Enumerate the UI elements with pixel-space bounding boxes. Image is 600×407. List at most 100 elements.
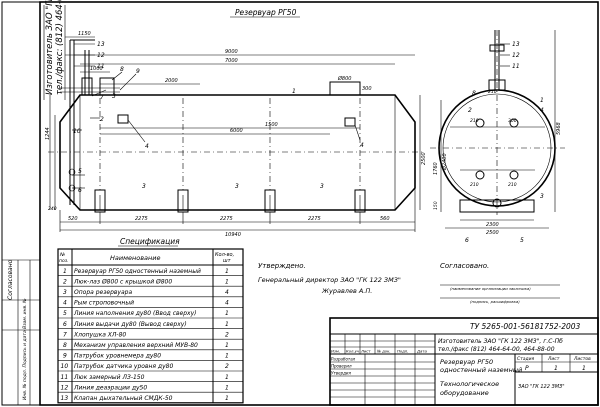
spec-row-qty: 1	[225, 374, 229, 381]
tank-side-view	[48, 36, 425, 232]
spec-row-name: Патрубок датчика уровня ду80	[74, 363, 173, 370]
spec-row-num: 3	[63, 289, 67, 296]
spec-row-qty: 4	[225, 289, 229, 296]
drawing-title: Резервуар РГ50	[235, 8, 297, 17]
stamp-stage: Р	[525, 365, 529, 372]
spec-row-qty: 2	[225, 363, 229, 370]
pipework-left	[60, 39, 120, 205]
spec-header-num: №	[59, 252, 65, 258]
callout-end-5: 5	[520, 237, 524, 244]
spec-row-name: Хлопушка ХЛ-80	[73, 331, 126, 338]
dim-2275-3: 2275	[308, 216, 321, 222]
side-maker-line2: тел./факс: (812) 464-64-00, 464-88-00	[55, 0, 65, 95]
stamp-col-5: Дата	[416, 349, 428, 354]
stamp-role-2: Утвердил	[331, 371, 351, 376]
stamp-org-code: ЗАО "ГК 122 ЗМЗ"	[518, 384, 565, 390]
spec-title: Спецификация	[120, 237, 180, 246]
tank-end-view	[430, 30, 565, 229]
spec-row-num: 9	[63, 353, 67, 360]
spec-row-qty: 4	[225, 300, 229, 307]
stamp-product-line2: одностенный наземный	[440, 366, 522, 374]
stamp-maker-line1: Изготовитель ЗАО "ГК 122 ЗМЗ", г.С-Пб	[438, 338, 563, 345]
callout-end-2: 2	[468, 107, 472, 114]
spec-header-pos: поз.	[59, 259, 69, 264]
callout-4-a: 4	[145, 143, 149, 150]
dim-end-210d: 210	[508, 182, 517, 188]
dim-d800: Ø800	[337, 75, 351, 82]
callout-5: 5	[78, 168, 82, 175]
spec-row-qty: 1	[225, 342, 229, 349]
approval-right-sub1: (наименование организации заказчика)	[450, 286, 531, 291]
callout-7: 7	[100, 94, 104, 101]
dim-end-210b: 210	[470, 118, 479, 124]
manhole	[329, 81, 361, 96]
callout-end-12: 12	[512, 52, 520, 59]
stamp-sheets: 1	[582, 365, 586, 372]
dim-520: 520	[68, 216, 78, 222]
callout-end-1: 1	[540, 97, 544, 104]
dim-2275-2: 2275	[220, 216, 233, 222]
callout-2: 2	[100, 116, 104, 123]
spec-row-name: Рым строповочный	[74, 300, 134, 307]
callout-11: 11	[97, 63, 105, 70]
dim-2275-1: 2275	[135, 216, 148, 222]
callout-end-8: 8	[472, 90, 476, 97]
spec-row-name: Механизм управления верхний МУВ-80	[74, 342, 198, 349]
spec-row-name: Линия наполнения ду80 (Ввод сверху)	[73, 310, 196, 317]
stamp-topic-line2: оборудование	[440, 389, 489, 397]
stamp-col-0: Изм.	[331, 349, 340, 354]
stamp-sheets-header: Листов	[573, 356, 591, 362]
spec-row-name: Линия выдачи ду80 (Вывод сверху)	[73, 321, 187, 328]
dim-1500: 1500	[265, 122, 278, 128]
callout-leaders	[72, 43, 510, 189]
stamp-col-1: Кол.уч	[346, 349, 360, 354]
dim-end-2500: 2500	[486, 230, 499, 236]
dim-1244: 1244	[45, 127, 51, 140]
support-3	[264, 189, 276, 213]
support-1	[94, 189, 106, 213]
stamp-sheet-header: Лист	[547, 356, 560, 362]
stamp-col-3: № док.	[376, 349, 391, 354]
spec-row-qty: 1	[225, 353, 229, 360]
callout-9: 9	[136, 68, 140, 75]
stamp-product-line1: Резервуар РГ50	[440, 358, 493, 366]
approval-left-title: Утверждено.	[258, 262, 306, 270]
approval-right-sub2: (подпись, расшифровка)	[470, 299, 520, 304]
spec-row-num: 1	[63, 268, 67, 275]
stamp-role-1: Проверил	[331, 364, 352, 369]
callout-3-c: 3	[320, 183, 324, 190]
spec-row-name: Патрубок уровнемера ду80	[74, 353, 161, 360]
margin-inv-label: Инв. № подл. Подпись и дата Взам. инв. №	[22, 298, 28, 400]
dim-2500-v: 2500	[421, 152, 427, 165]
spec-row-num: 11	[61, 374, 69, 381]
approval-right-title: Согласовано.	[440, 262, 489, 270]
spec-row-name: Резервуар РГ50 одностенный наземный	[74, 268, 201, 275]
lifting-eye-2	[344, 117, 356, 127]
callout-end-3: 3	[540, 193, 544, 200]
callout-3-a: 3	[142, 183, 146, 190]
dim-240: 240	[48, 206, 57, 212]
stamp-doc-number: ТУ 5265-001-56181752-2003	[470, 322, 581, 331]
dim-end-5968: 5968	[556, 122, 562, 135]
callout-end-4: 4	[540, 107, 544, 114]
stamp-topic-line1: Технологическое	[440, 380, 499, 388]
dim-7000: 7000	[225, 58, 238, 64]
callout-end-6: 6	[465, 237, 469, 244]
spec-row-qty: 1	[225, 384, 229, 391]
callout-4-b: 4	[360, 142, 364, 149]
stamp-col-2: Лист	[360, 349, 371, 354]
dim-end-d2400: Ø2400	[441, 153, 448, 171]
dim-end-2300: 2300	[486, 222, 499, 228]
spec-row-name: Опора резервуара	[74, 289, 132, 296]
dim-6000: 6000	[230, 128, 243, 134]
dim-1150: 1150	[78, 31, 91, 37]
approval-left-line2: Журавлев А.П.	[321, 287, 372, 295]
stamp-stage-header: Стадия	[517, 356, 535, 362]
callout-end-11: 11	[512, 63, 520, 70]
spec-row-num: 10	[61, 363, 69, 370]
spec-row-num: 4	[63, 300, 67, 307]
spec-row-qty: 1	[225, 268, 229, 275]
